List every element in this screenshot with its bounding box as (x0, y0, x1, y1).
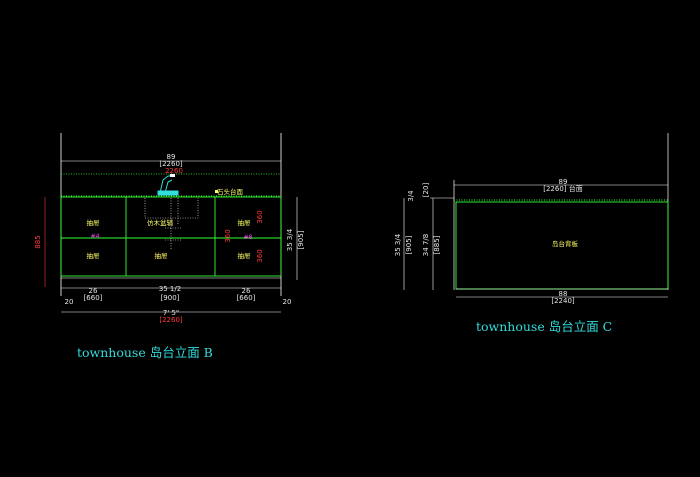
drawer-label-1: 抽屉 (87, 218, 101, 227)
side-dim-right: 20 (283, 298, 292, 306)
stone-counter-label: 石头台面 (217, 187, 244, 196)
c-bottom-dim-mm: [2240] (551, 297, 575, 305)
right-height-red-1: 360 (256, 210, 264, 223)
counter-marker (215, 190, 218, 193)
handle-mark-left: #4 (91, 233, 100, 240)
right-height-red-2: 360 (224, 229, 232, 242)
drawer-label-5: 抽屉 (238, 251, 252, 260)
cabinet-body (60, 196, 282, 277)
elevation-c-title: townhouse 岛台立面 C (476, 319, 612, 334)
c-panel-label: 岛台背板 (552, 239, 579, 248)
elevation-b: 89 [2260] 2260 石头台面 (34, 133, 305, 360)
c-left-dim-1-mm: [20] (422, 183, 430, 198)
bottom-dim-2: 35 1/2 (159, 285, 181, 293)
right-height-red-3: 360 (256, 249, 264, 262)
drawer-label-4: 抽屉 (238, 218, 252, 227)
c-left-dim-3-mm: [885] (433, 235, 441, 254)
top-dim-red: 2260 (165, 167, 183, 175)
top-dim-mm: [2260] (159, 160, 183, 168)
right-height-mm: [905] (297, 230, 305, 249)
c-left-dim-2-mm: [905] (405, 235, 413, 254)
drawer-label-3: 抽屉 (155, 251, 169, 260)
faucet-icon (157, 174, 179, 196)
faucet-label: 仿木盆辅 (147, 218, 174, 227)
side-dim-left: 20 (65, 298, 74, 306)
c-top-dim-mm: [2260] 台面 (543, 184, 583, 193)
bottom-dim-1-mm: [660] (84, 294, 103, 302)
bottom-dim-2-mm: [900] (161, 294, 180, 302)
top-dim-text: 89 (167, 153, 176, 161)
handle-mark-right: #8 (244, 234, 253, 241)
drawer-label-2: 抽屉 (87, 251, 101, 260)
overall-bottom-red: [2260] (159, 316, 183, 324)
bottom-dim-3-mm: [660] (237, 294, 256, 302)
c-top-dim: 89 (559, 178, 568, 186)
elevation-c: 89 [2260] 台面 岛台背板 3/4 [20] 35 3/4 [905] … (394, 133, 669, 334)
c-left-dim-1: 3/4 (407, 190, 415, 202)
left-height-red: 885 (34, 235, 42, 248)
bottom-dim-3: 26 (242, 287, 251, 295)
c-bottom-dim: 88 (559, 290, 568, 298)
sink-basin (144, 198, 199, 250)
right-height-dim: 35 3/4 (286, 228, 294, 251)
c-left-dim-2: 35 3/4 (394, 233, 402, 256)
overall-bottom-dim: 7' 5" (163, 309, 179, 317)
elevation-b-title: townhouse 岛台立面 B (77, 345, 213, 360)
bottom-dim-1: 26 (89, 287, 98, 295)
c-left-dim-3: 34 7/8 (422, 234, 430, 256)
